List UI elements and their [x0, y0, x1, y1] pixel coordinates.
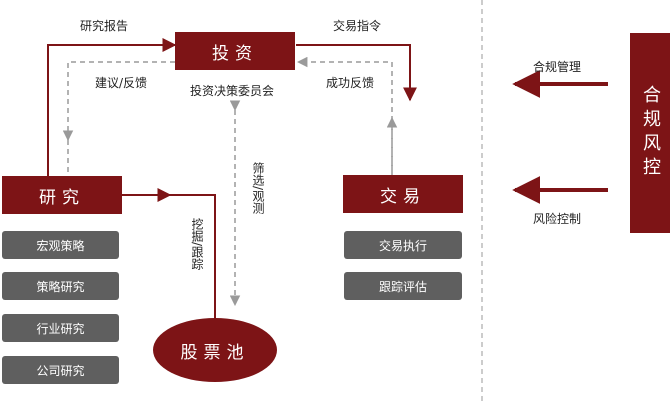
committee-label: 投资决策委员会 — [190, 84, 275, 98]
research-to-invest-arrow — [47, 38, 177, 176]
screen-watch-label: 筛选/观测 — [251, 162, 265, 215]
advice-feedback-label: 建议/反馈 — [95, 76, 148, 90]
invest-node: 投资 — [175, 32, 295, 70]
research-to-pool-line — [150, 194, 216, 318]
compliance-mgmt-label: 合规管理 — [533, 60, 582, 74]
risk-control-label: 风险控制 — [533, 212, 582, 226]
compliance-node: 合规风控 — [630, 33, 670, 233]
research-item: 行业研究 — [2, 314, 119, 342]
trade-item: 交易执行 — [344, 231, 462, 259]
mine-track-label: 挖掘/跟踪 — [190, 218, 204, 271]
research-item: 公司研究 — [2, 356, 119, 384]
stock-pool-node: 股票池 — [153, 318, 277, 382]
trade-node: 交易 — [343, 175, 463, 213]
research-item: 策略研究 — [2, 272, 119, 300]
invest-to-trade-arrow — [296, 44, 417, 102]
research-report-label: 研究报告 — [80, 19, 129, 33]
research-item: 宏观策略 — [2, 231, 119, 259]
success-feedback-label: 成功反馈 — [326, 76, 375, 90]
trade-order-label: 交易指令 — [333, 19, 382, 33]
trade-item: 跟踪评估 — [344, 272, 462, 300]
trade-to-invest-feedback-arrow — [296, 56, 393, 175]
research-node: 研究 — [2, 176, 122, 214]
